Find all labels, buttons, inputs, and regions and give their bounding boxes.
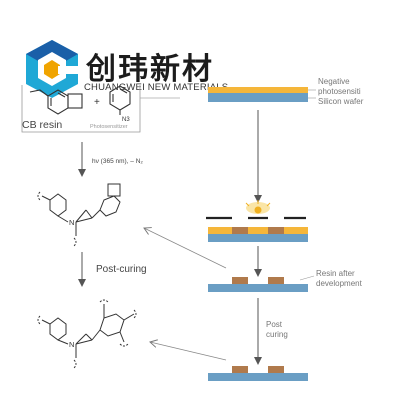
brand-name-cn: 创玮新材 bbox=[86, 52, 214, 87]
photosensitizer-label: Photosensitizer bbox=[90, 124, 128, 130]
brand-logo: 创玮新材 CHUANGWEI NEW MATERIALS bbox=[22, 38, 228, 100]
resin-after-label-2: development bbox=[316, 279, 363, 288]
stage-coated-wafer bbox=[208, 87, 308, 102]
aziridine-n-1: N bbox=[69, 218, 74, 227]
link-arrow-exposure bbox=[144, 228, 227, 269]
cb-resin-label: CB resin bbox=[22, 119, 62, 131]
cured-network bbox=[37, 299, 137, 369]
uv-light-icon bbox=[245, 200, 271, 214]
resin-after-label-1: Resin after bbox=[316, 269, 355, 278]
cb-resin-structure bbox=[29, 89, 83, 115]
aziridine-intermediate bbox=[37, 183, 121, 247]
azide-label: N3 bbox=[122, 117, 130, 123]
logo-mark-icon bbox=[26, 40, 80, 98]
brand-name-en: CHUANGWEI NEW MATERIALS bbox=[84, 82, 229, 93]
negative-label-1: Negative bbox=[318, 77, 350, 86]
reactant-box bbox=[21, 85, 141, 133]
stage-developed bbox=[208, 277, 308, 292]
plus-sign: + bbox=[94, 97, 100, 108]
step1-label: hν (365 nm), – N₂ bbox=[92, 158, 143, 165]
leader-resin bbox=[299, 275, 315, 281]
stage-exposure bbox=[206, 200, 308, 242]
post-curing-label: Post-curing bbox=[96, 264, 147, 275]
negative-label-2: photosensiti bbox=[318, 87, 361, 96]
post-curing-side-1: Post bbox=[266, 320, 283, 329]
post-curing-side-2: curing bbox=[266, 330, 288, 339]
photosensitizer-structure bbox=[109, 85, 131, 115]
aziridine-n-2: N bbox=[69, 340, 74, 349]
stage-cured bbox=[208, 366, 308, 381]
link-arrow-cured bbox=[150, 342, 227, 361]
silicon-wafer-label: Silicon wafer bbox=[318, 97, 364, 106]
